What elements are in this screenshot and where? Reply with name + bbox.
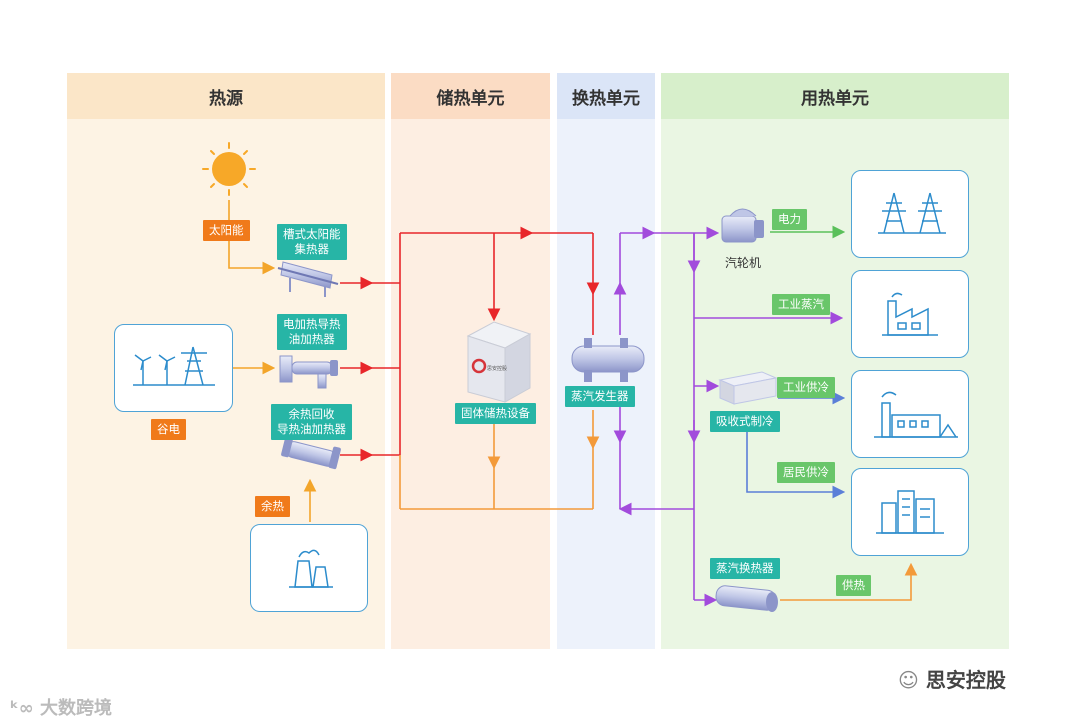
usage-title: 用热单元: [661, 73, 1009, 119]
wechat-icon: ☺: [898, 668, 919, 692]
industrial-plant-icon: [874, 391, 958, 438]
cooling-line: [746, 430, 846, 499]
heating-label: 供热: [836, 575, 871, 596]
trough-collector-icon: [277, 261, 339, 297]
waste-heat-label: 余热: [255, 496, 290, 517]
steam-generator-label: 蒸汽发生器: [565, 386, 635, 407]
waste-heat-heater-label: 余热回收 导热油加热器: [271, 404, 352, 440]
absorption-chiller-label: 吸收式制冷: [710, 411, 780, 432]
power-pylon-icon: [878, 192, 946, 234]
valley-power-label: 谷电: [151, 419, 186, 440]
industrial-steam-label: 工业蒸汽: [772, 294, 830, 315]
steam-generator-icon: [571, 338, 645, 382]
solid-storage-device-label: 固体储热设备: [455, 403, 536, 424]
industrial-cooling-box: [851, 370, 969, 458]
trough-collector-label: 槽式太阳能 集热器: [277, 224, 347, 260]
steam-turbine-icon: [721, 208, 764, 243]
watermark-logo-icon: ᵏ∞: [10, 698, 34, 719]
electric-heater-icon: [279, 355, 338, 389]
waste-heat-heater-icon: [281, 434, 341, 470]
wind-turbine-pylon-icon: [133, 346, 215, 386]
usage-column: 用热单元: [661, 73, 1009, 649]
electric-heater-label: 电加热导热 油加热器: [277, 314, 347, 350]
sun-icon: [202, 142, 256, 196]
industrial-cooling-label: 工业供冷: [777, 377, 835, 398]
power-grid-box: [851, 170, 969, 258]
waste-heat-source-box: [250, 524, 368, 612]
solid-storage-device-icon: 思安控股: [466, 321, 532, 403]
residential-cooling-box: [851, 468, 969, 556]
watermark-right: ☺ 思安控股: [898, 668, 1006, 692]
heating-line: [780, 562, 918, 601]
watermark-left: ᵏ∞ 大数跨境: [10, 698, 113, 719]
absorption-chiller-icon: [718, 371, 778, 405]
heat-source-title: 热源: [67, 73, 385, 119]
steam-exchanger-label: 蒸汽换热器: [710, 558, 780, 579]
power-label: 电力: [772, 209, 807, 230]
storage-title: 储热单元: [391, 73, 550, 119]
factory-icon: [882, 292, 938, 336]
svg-text:思安控股: 思安控股: [487, 365, 507, 372]
cooling-tower-icon: [289, 549, 333, 588]
residential-cooling-label: 居民供冷: [777, 462, 835, 483]
residential-building-icon: [876, 490, 944, 534]
valley-power-source-box: [114, 324, 233, 412]
turbine-label: 汽轮机: [725, 256, 762, 270]
solar-label: 太阳能: [203, 220, 250, 241]
industrial-steam-box: [851, 270, 969, 358]
exchange-title: 换热单元: [557, 73, 655, 119]
steam-exchanger-icon: [715, 585, 778, 612]
